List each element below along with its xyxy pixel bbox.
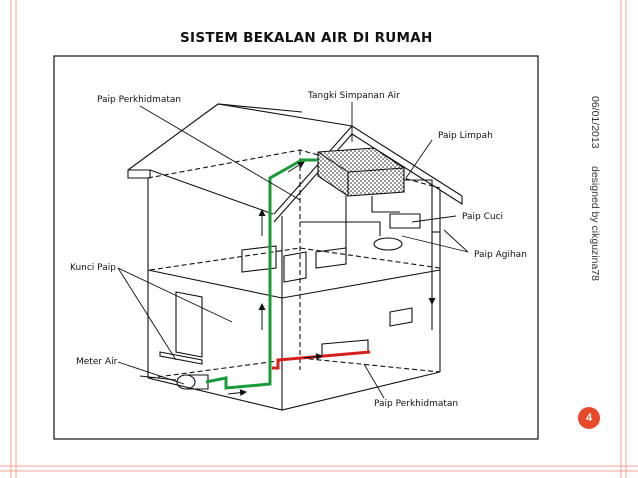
slide-credit: designed by cikguzina78 — [589, 166, 601, 282]
label-paip-perkhidmatan-top: Paip Perkhidmatan — [97, 95, 181, 105]
label-tangki-simpanan-air: Tangki Simpanan Air — [307, 91, 400, 101]
label-paip-agihan: Paip Agihan — [474, 250, 527, 260]
distribution-pipes — [300, 179, 440, 330]
slide-footer-vertical: 06/01/2013 designed by cikguzina78 — [589, 96, 601, 281]
label-paip-perkhidmatan-bottom: Paip Perkhidmatan — [374, 399, 458, 409]
green-supply-pipe — [205, 158, 318, 390]
diagram-border — [53, 55, 539, 440]
flow-arrows — [227, 161, 436, 397]
water-tank — [317, 147, 405, 197]
label-kunci-paip: Kunci Paip — [70, 263, 116, 273]
house-drawing — [127, 103, 463, 411]
page-number-badge: 4 — [578, 407, 600, 429]
label-paip-cuci: Paip Cuci — [462, 212, 503, 222]
slide-title: SISTEM BEKALAN AIR DI RUMAH — [180, 30, 433, 46]
red-service-pipe — [272, 350, 371, 370]
slide-date: 06/01/2013 — [589, 96, 601, 149]
label-paip-limpah: Paip Limpah — [438, 131, 493, 141]
label-meter-air: Meter Air — [76, 357, 118, 367]
callout-lines — [117, 102, 469, 399]
